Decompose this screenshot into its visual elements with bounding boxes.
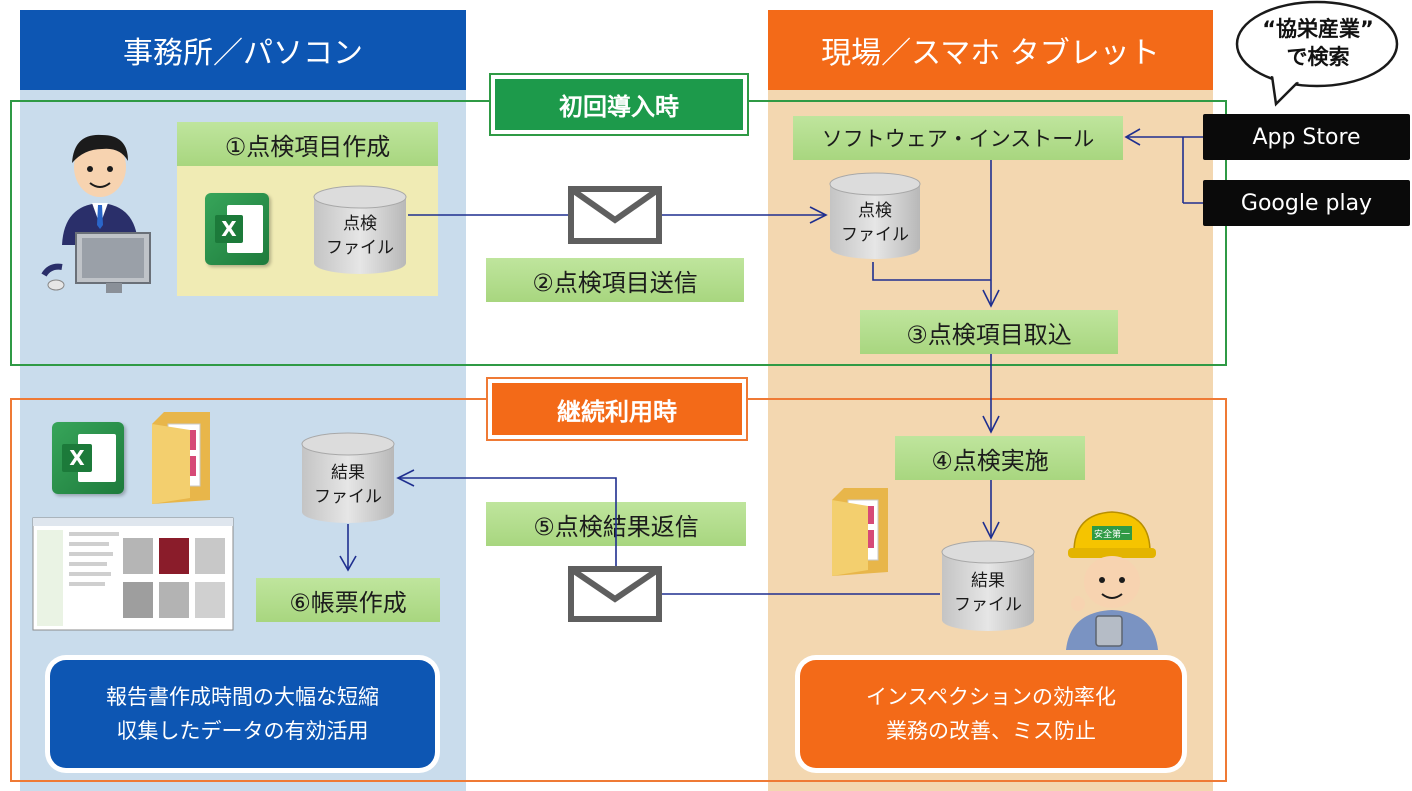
office-benefit-1: 報告書作成時間の大幅な短縮 [106,685,379,709]
step-4-perform-inspection: ④点検実施 [895,436,1085,480]
envelope-return-icon [568,566,662,622]
speech-line-1: “協栄産業” [1262,17,1374,41]
report-screenshot [32,517,234,631]
office-benefit-2: 収集したデータの有効活用 [116,719,369,743]
inspection-file-field-label-1: 点検 [858,201,892,221]
folder-icon [152,412,210,504]
speech-line-2: で検索 [1286,45,1350,69]
inspection-file-label-2: ファイル [326,238,394,258]
install-software-label: ソフトウェア・インストール [793,116,1123,160]
google-play-button[interactable]: Google play [1203,180,1410,226]
app-store-button[interactable]: App Store [1203,114,1410,160]
step-2-send-items: ②点検項目送信 [486,258,744,302]
result-file-field-label-1: 結果 [971,571,1005,591]
result-file-label-1: 結果 [331,463,365,483]
inspection-file-field-label-2: ファイル [841,225,909,245]
step-3-import-items: ③点検項目取込 [860,310,1118,354]
step-5-return-results: ⑤点検結果返信 [486,502,746,546]
office-worker-icon [41,134,151,293]
inspection-file-office: 点検 ファイル [312,185,408,275]
field-benefit-1: インスペクションの効率化 [865,685,1117,709]
field-worker-icon: 安全第一 [1066,511,1158,650]
initial-phase-badge: 初回導入時 [495,79,743,130]
step-1-create-items: ①点検項目作成 [177,122,438,166]
field-header: 現場／スマホ タブレット [768,10,1213,90]
folder-icon-field [832,488,888,576]
office-header: 事務所／パソコン [20,10,466,90]
excel-icon-report: X [52,422,124,494]
envelope-send-icon [568,186,662,244]
inspection-file-field: 点検 ファイル [828,172,922,260]
inspection-file-label-1: 点検 [343,214,377,234]
continuous-phase-badge: 継続利用時 [492,383,742,435]
result-file-label-2: ファイル [314,487,382,507]
step-6-create-report: ⑥帳票作成 [256,578,440,622]
field-benefits-callout: インスペクションの効率化 業務の改善、ミス防止 [800,660,1182,768]
excel-icon: X [205,193,269,265]
result-file-field: 結果 ファイル [940,540,1036,632]
search-speech-bubble [1235,0,1399,107]
field-benefit-2: 業務の改善、ミス防止 [886,719,1096,743]
result-file-field-label-2: ファイル [954,595,1022,615]
result-file-office: 結果 ファイル [300,432,396,524]
helmet-text: 安全第一 [1094,528,1130,540]
office-benefits-callout: 報告書作成時間の大幅な短縮 収集したデータの有効活用 [50,660,435,768]
